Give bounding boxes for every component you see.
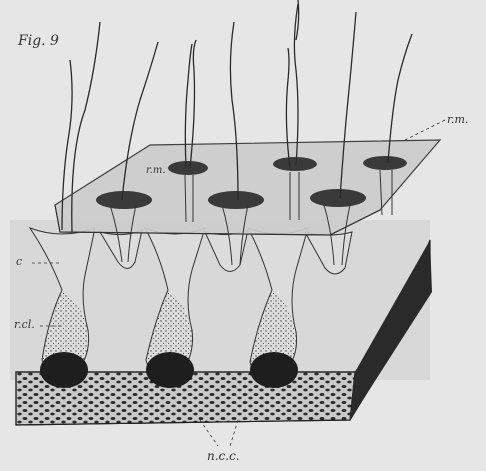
label-rm-right: r.m. — [447, 113, 468, 126]
cell-nuclei — [40, 352, 298, 388]
label-rm-inner: r.m. — [146, 165, 166, 176]
figure-title: Fig. 9 — [18, 33, 59, 49]
label-c: c — [16, 255, 22, 268]
label-rcl: r.cl. — [14, 318, 35, 331]
label-ncc: n.c.c. — [207, 449, 240, 463]
